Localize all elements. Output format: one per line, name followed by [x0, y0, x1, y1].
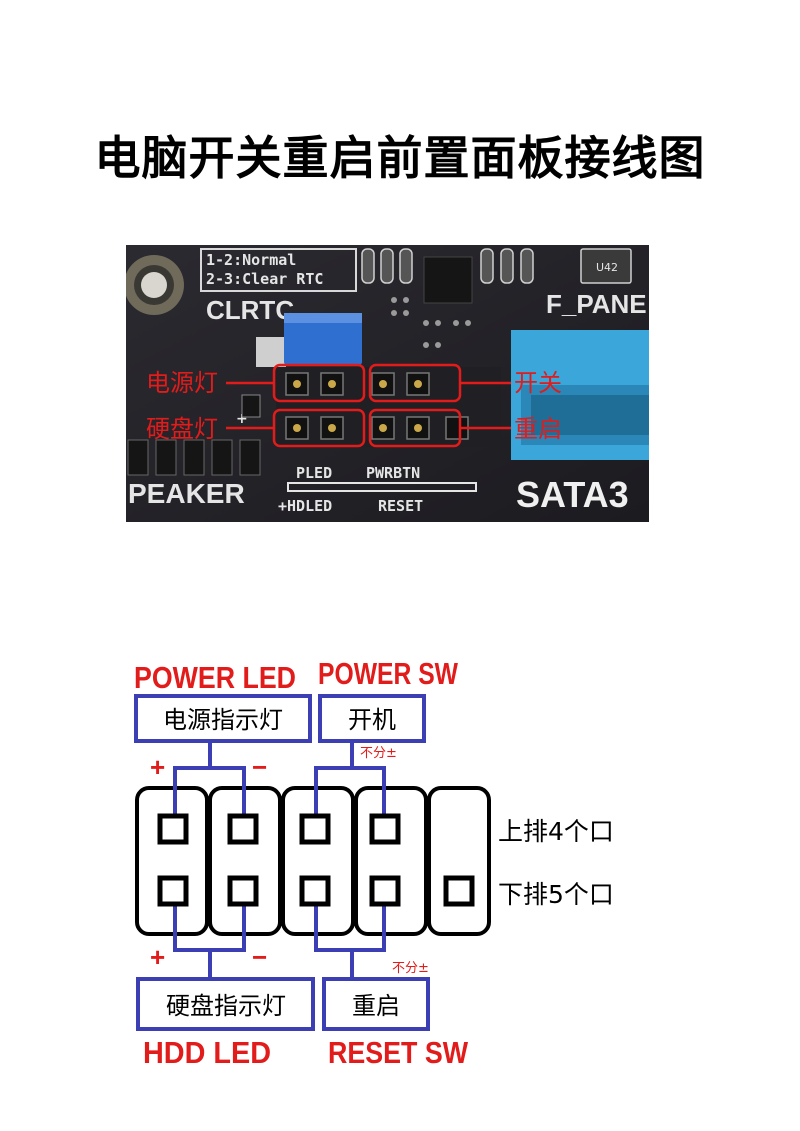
pins: [157, 813, 475, 907]
photo-power-led-label: 电源灯: [146, 369, 218, 397]
power-sw-cn-label: 开机: [348, 706, 396, 734]
pwrbtn-label: PWRBTN: [366, 464, 420, 482]
sata-connector: [511, 330, 649, 460]
chip-mark: U42: [596, 261, 618, 274]
photo-power-switch-label: 开关: [514, 369, 562, 397]
power-led-cn-label: 电源指示灯: [163, 706, 283, 734]
reset-sw-note: 不分±: [392, 961, 429, 976]
ic-chip: [423, 256, 473, 304]
photo-hdd-led-label: 硬盘灯: [146, 415, 218, 443]
power-sw-en-label: POWER SW: [318, 656, 459, 691]
pin-top-1: [157, 813, 189, 845]
power-sw-note: 不分±: [360, 746, 397, 761]
pin-top-2: [227, 813, 259, 845]
via-dots: [391, 297, 471, 348]
hdd-led-minus: −: [252, 942, 267, 972]
pin-bottom-2: [227, 875, 259, 907]
reset-sw-box: [322, 977, 430, 1031]
reset-sw-en-label: RESET SW: [328, 1035, 469, 1070]
pin-housing-5: [427, 786, 491, 936]
pled-label: PLED: [296, 464, 332, 482]
f-panel-label: F_PANE: [546, 289, 647, 319]
mounting-hole: [126, 255, 184, 315]
photo-reset-label: 重启: [514, 415, 562, 443]
hdd-led-plus: +: [150, 942, 165, 972]
jumper-note-normal: 1-2:Normal: [206, 251, 296, 269]
reset-sw-cn-label: 重启: [352, 992, 400, 1020]
pin-plus-mark: +: [236, 411, 248, 427]
hdd-led-en-label: HDD LED: [143, 1035, 271, 1070]
pin-housings: [135, 786, 491, 936]
hdled-label: +HDLED: [278, 497, 332, 515]
clrtc-label: CLRTC: [206, 295, 294, 325]
clrtc-jumper: [256, 313, 362, 367]
pin-housing-1: [135, 786, 209, 936]
power-led-box: [134, 694, 312, 743]
pin-bottom-5: [443, 875, 475, 907]
power-led-plus: +: [150, 752, 165, 782]
hdd-led-cn-label: 硬盘指示灯: [166, 992, 286, 1020]
pin-housing-3: [281, 786, 355, 936]
wiring-lines: [173, 741, 386, 979]
speaker-label: PEAKER: [128, 478, 245, 509]
hdd-led-box: [136, 977, 315, 1031]
power-led-en-label: POWER LED: [134, 660, 296, 695]
pin-bottom-3: [299, 875, 331, 907]
motherboard-photo: 1-2:Normal 2-3:Clear RTC CLRTC U42 F_PAN…: [126, 245, 649, 522]
pin-bottom-4: [369, 875, 401, 907]
bottom-row-note: 下排5个口: [498, 880, 614, 909]
smd-components: [361, 248, 632, 284]
pin-bottom-1: [157, 875, 189, 907]
power-led-minus: −: [252, 752, 267, 782]
front-panel-header: [276, 367, 501, 447]
top-row-note: 上排4个口: [498, 817, 614, 846]
jumper-note-clear: 2-3:Clear RTC: [206, 270, 323, 288]
speaker-header: [127, 439, 261, 476]
reset-label: RESET: [378, 497, 423, 515]
power-sw-box: [318, 694, 426, 743]
pin-top-3: [299, 813, 331, 845]
page-title: 电脑开关重启前置面板接线图: [94, 131, 706, 185]
pin-housing-2: [208, 786, 282, 936]
sata-label: SATA3: [516, 474, 629, 515]
pin-top-4: [369, 813, 401, 845]
pin-housing-4: [354, 786, 428, 936]
